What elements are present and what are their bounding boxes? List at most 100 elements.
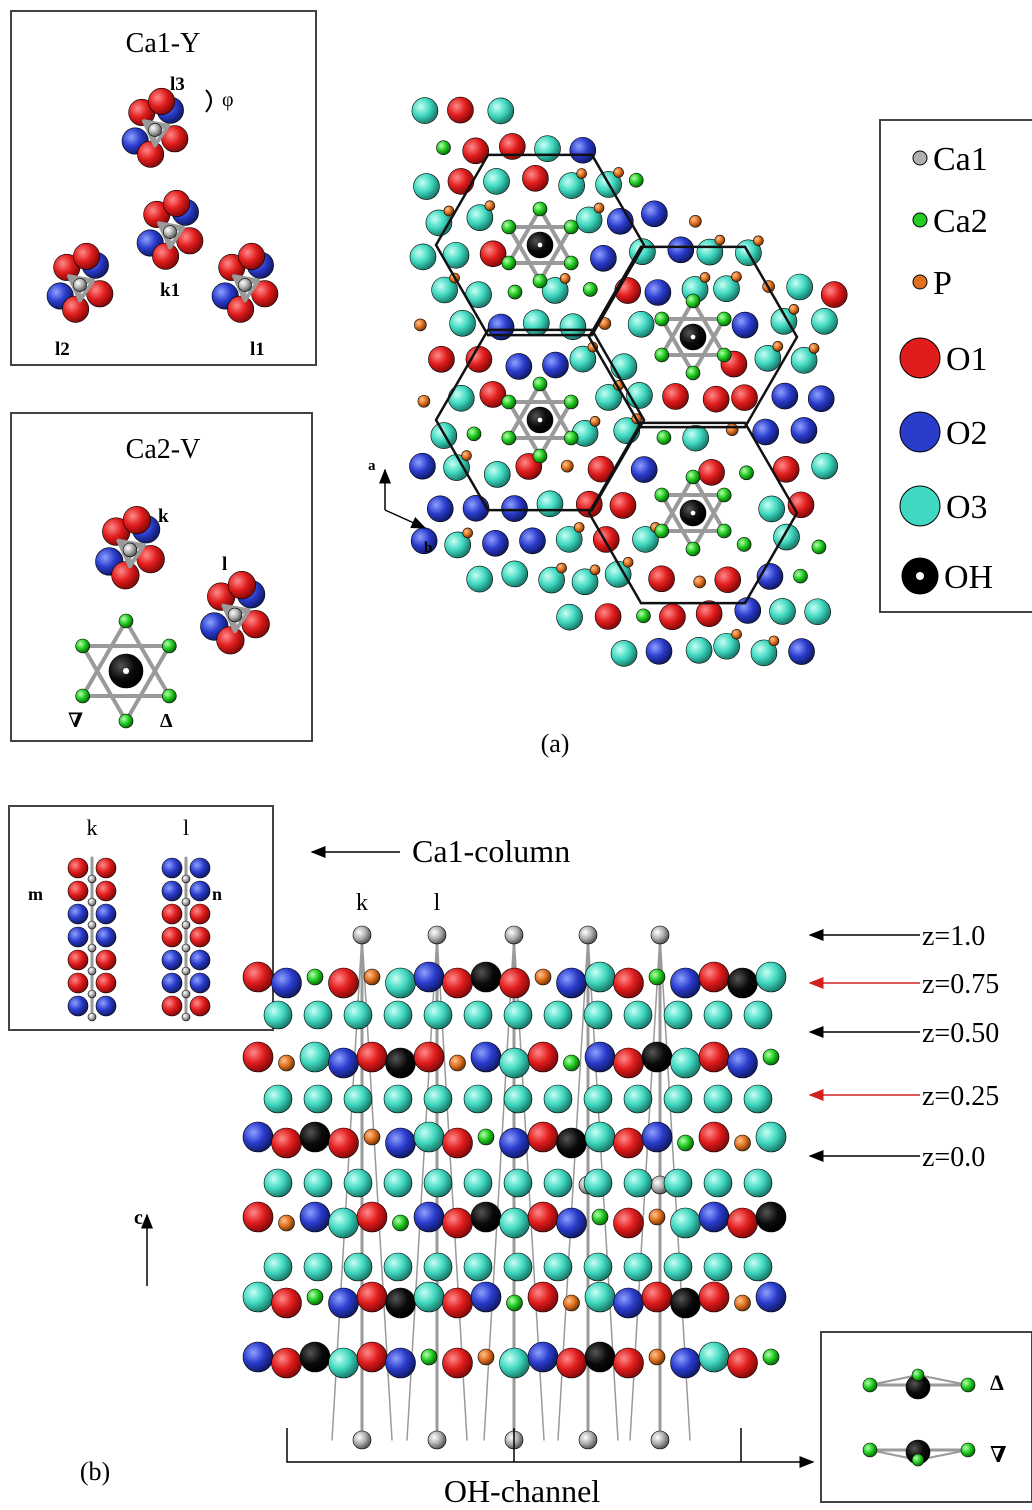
o2-atom [470,1041,502,1073]
ca2-atom [563,1054,580,1072]
bond [691,299,727,357]
o3-atom [743,1252,773,1282]
o3-atom [499,1347,530,1379]
label-down-triangle: ∇ [68,710,83,732]
p-atom [484,200,496,211]
o3-atom [523,309,550,337]
p-atom [363,968,381,986]
ca1-atom [578,925,598,945]
o3-atom [558,172,585,199]
o1-atom [271,1347,302,1379]
legend-swatch-o3 [899,485,941,527]
o3-atom [503,1084,533,1114]
o3-atom [383,1168,413,1198]
o1-atom [714,566,742,594]
o1-atom [698,1121,730,1153]
p-atom [693,575,706,589]
o3-atom [610,640,638,667]
oh-hydrogen [537,242,543,248]
o2-atom [161,972,183,994]
bond [538,207,574,265]
o1-atom [161,995,183,1017]
axis-a-label: a [368,458,376,474]
o3-atom [663,1252,693,1282]
o1-atom [161,926,183,948]
o3-atom [343,1084,373,1114]
ca1-atom [427,925,447,945]
o3-atom [263,1084,293,1114]
o2-atom [734,597,762,624]
o1-atom [442,1287,473,1319]
ca2-atom [118,613,134,629]
p-atom [573,522,585,533]
p-atom [589,564,601,576]
ca1-atom [504,925,524,945]
ca2-atom [563,255,579,271]
o1-atom [820,281,848,308]
o3-atom [343,1252,373,1282]
o1-atom [111,561,140,590]
o2-atom [161,857,183,879]
inset-tri-down: ∇ [990,1442,1007,1467]
o2-atom [590,245,617,272]
o3-atom [499,1047,530,1079]
o1-atom [238,242,266,270]
o3-atom [790,347,818,374]
ca2-atom [739,465,754,481]
o1-atom [527,1121,559,1153]
ca1-atom [87,989,97,999]
p-atom [462,527,474,539]
o1-atom [613,967,644,999]
p-atom [734,1294,751,1312]
legend-label-ca2: Ca2 [933,203,988,240]
o2-atom [731,311,759,339]
o3-atom [343,1000,373,1030]
o3-atom [703,1084,733,1114]
ca2-atom [654,347,670,363]
o3-atom [303,1168,333,1198]
o2-atom [556,1207,587,1239]
bond [232,608,251,634]
o3-atom [786,273,813,301]
axis-c: c [134,1207,153,1286]
ca2-atom [716,311,732,327]
ca2-atom [306,1288,324,1306]
o2-atom [413,1201,445,1233]
o3-atom [413,1281,445,1313]
o2-atom [505,353,533,380]
o1-atom [698,459,725,486]
ca2-atom [911,1453,925,1467]
o3-atom [423,1084,453,1114]
ca1-atom [427,1430,447,1450]
o2-atom [487,313,515,341]
p-atom [461,450,472,461]
o1-atom [648,565,675,593]
o3-atom [703,1168,733,1198]
bond [506,225,542,283]
o3-atom [328,1207,359,1239]
p-atom [278,1054,295,1072]
oh-atom [385,1047,416,1079]
ca1-atom [148,123,162,137]
o2-atom [727,1047,758,1079]
o1-atom [702,385,730,413]
ca2-atom [793,568,808,584]
ca2-atom [563,394,579,410]
o2-atom [771,382,799,410]
bond [506,400,542,458]
ca2-atom [466,426,482,442]
inset-col-n: n [212,884,222,904]
label-phi: φ [222,89,234,111]
o2-atom [542,351,569,379]
p-atom [443,205,455,217]
o3-atom [584,961,616,993]
o3-atom [242,1281,274,1313]
o2-atom [189,857,211,879]
o3-atom [755,1121,787,1153]
o2-atom [462,494,490,522]
p-atom [772,341,784,352]
z-level-label: z=0.50 [922,1018,999,1049]
o1-atom [499,133,526,160]
o3-atom [487,97,515,125]
o1-atom [698,961,730,993]
